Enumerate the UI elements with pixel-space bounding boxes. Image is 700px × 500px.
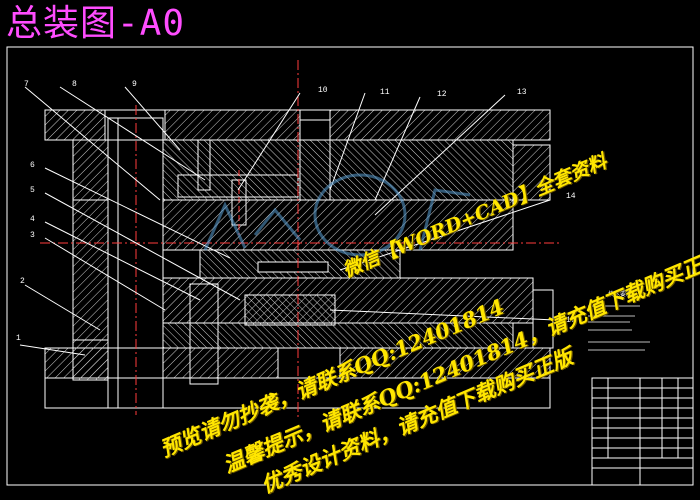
left-guide-blocks: [72, 117, 164, 409]
part-label: 3: [30, 231, 35, 240]
title-block: [591, 377, 694, 486]
drawing-title: 总装图-A0: [6, 3, 186, 44]
part-label: 10: [318, 86, 328, 95]
technical-requirements: 技术要求: [588, 290, 650, 351]
tech-requirements-heading: 技术要求: [608, 290, 632, 298]
part-label: 13: [517, 88, 527, 97]
part-label: 5: [30, 186, 35, 195]
part-label: 11: [380, 88, 390, 97]
part-label: 14: [566, 192, 576, 201]
part-numbers: 1 2 3 4 5 6 7 8 9 10 11 12 13 14 17: [16, 80, 576, 343]
base-plate: [44, 322, 551, 409]
part-label: 17: [566, 316, 576, 325]
die-block: [162, 199, 514, 279]
logo-mark: [203, 173, 471, 257]
part-label: 7: [24, 80, 29, 89]
upper-die-plate: [162, 119, 551, 201]
part-label: 1: [16, 334, 21, 343]
part-label: 9: [132, 80, 137, 89]
drawing-frame: [6, 46, 694, 486]
part-label: 2: [20, 277, 25, 286]
part-label: 4: [30, 215, 35, 224]
leader-lines: [19, 86, 556, 356]
part-label: 12: [437, 90, 447, 99]
center-lines: [40, 60, 560, 420]
part-label: 6: [30, 161, 35, 170]
part-label: 8: [72, 80, 77, 89]
